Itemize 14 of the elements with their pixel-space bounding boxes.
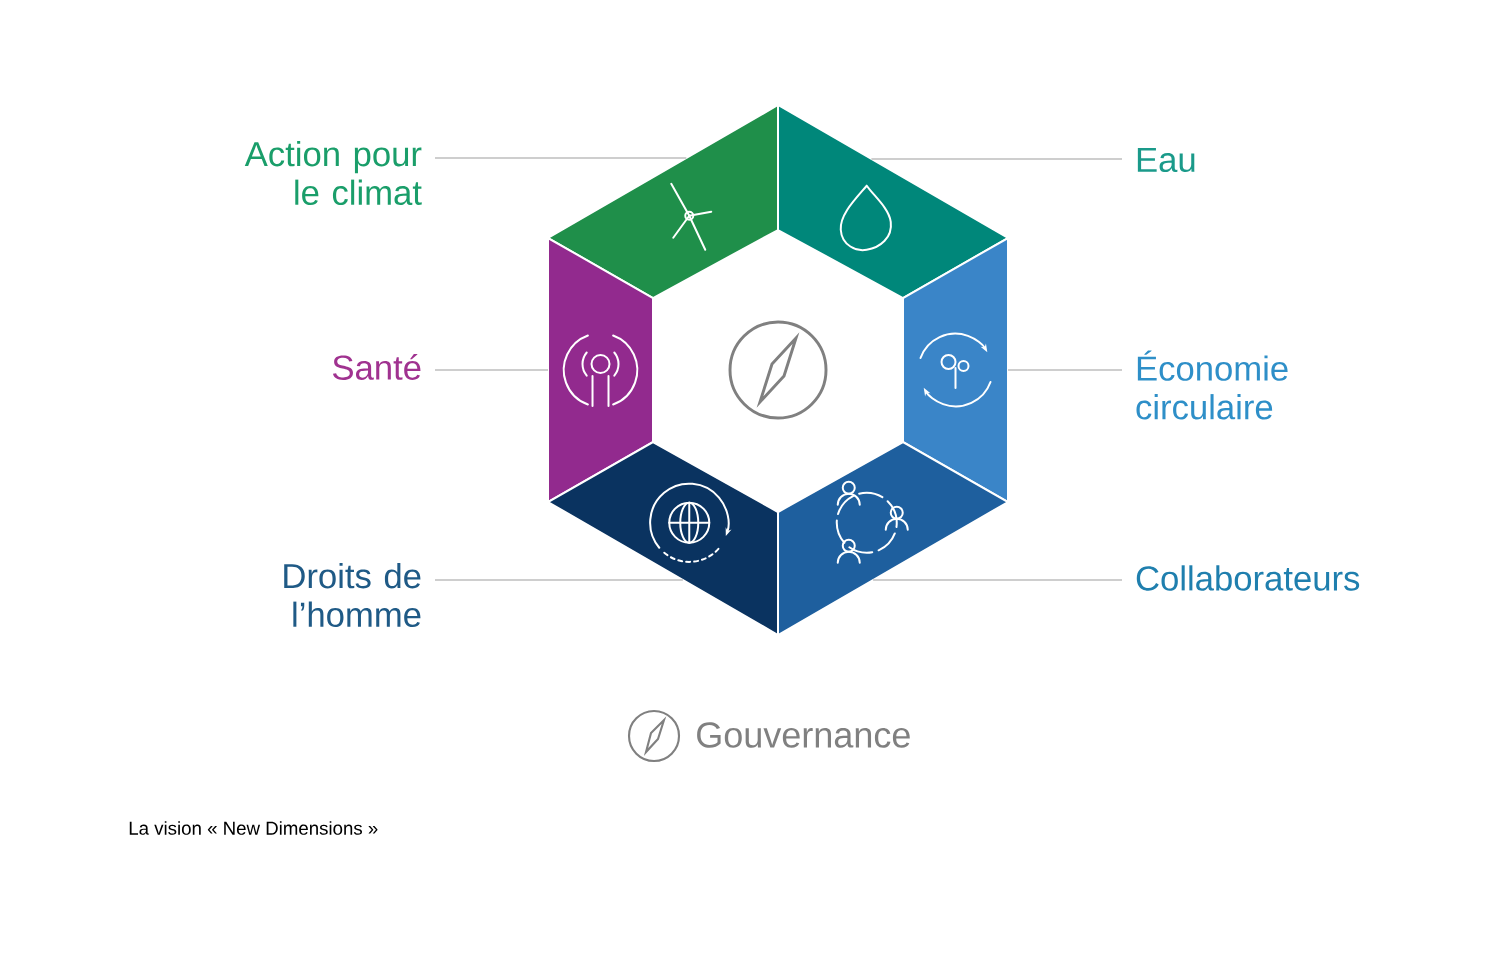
category-label: Santé [333, 354, 421, 380]
category-label: Droits de l’homme [284, 562, 421, 628]
category-label: Eau [1137, 147, 1195, 173]
category-label: Économie circulaire [1136, 350, 1288, 420]
leader-line [434, 157, 688, 159]
governance-label: Gouvernance [697, 722, 910, 748]
leader-line [872, 579, 1123, 581]
leader-line [434, 579, 684, 581]
leader-line [434, 369, 549, 371]
category-label: Action pour le climat [244, 140, 422, 206]
caption: La vision « New Dimensions » [129, 821, 378, 835]
category-label: Collaborateurs [1136, 565, 1360, 591]
leader-line [1007, 369, 1123, 371]
leader-line [870, 158, 1123, 160]
